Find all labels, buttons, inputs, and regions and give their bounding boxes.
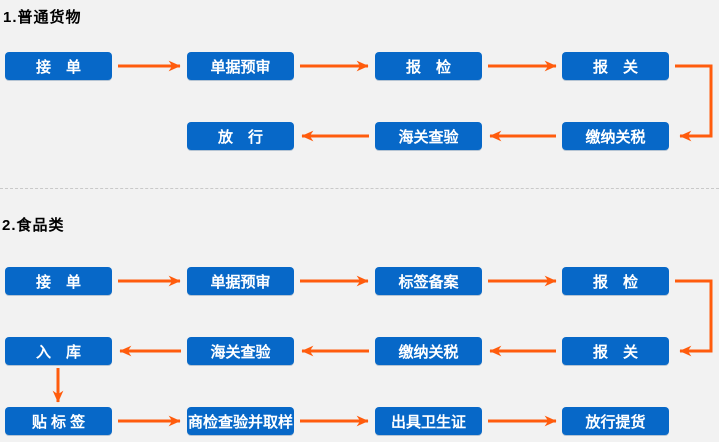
arrow-s1-customs-to-payduty xyxy=(675,64,713,142)
node-s1-customs-check: 海关查验 xyxy=(375,122,482,150)
node-s1-release: 放 行 xyxy=(187,122,294,150)
node-s2-release-pickup: 放行提货 xyxy=(562,407,669,435)
node-s1-pay-duty: 缴纳关税 xyxy=(562,122,669,150)
section1-title: 1.普通货物 xyxy=(3,9,82,26)
section-divider xyxy=(0,188,719,189)
node-s2-issue-health-cert: 出具卫生证 xyxy=(375,407,482,435)
node-s2-customs-check: 海关查验 xyxy=(187,337,294,365)
node-s2-document-precheck: 单据预审 xyxy=(187,267,294,295)
node-s2-inspection-declare: 报 检 xyxy=(562,267,669,295)
node-s2-pay-duty: 缴纳关税 xyxy=(375,337,482,365)
node-s2-warehouse-in: 入 库 xyxy=(5,337,112,365)
node-s2-apply-label: 贴 标 签 xyxy=(5,407,112,435)
node-s2-receive-order: 接 单 xyxy=(5,267,112,295)
node-s2-label-filing: 标签备案 xyxy=(375,267,482,295)
node-s1-inspection-declare: 报 检 xyxy=(375,52,482,80)
node-s1-customs-declare: 报 关 xyxy=(562,52,669,80)
node-s1-receive-order: 接 单 xyxy=(5,52,112,80)
node-s2-commodity-sampling: 商检查验并取样 xyxy=(187,407,294,435)
section2-title: 2.食品类 xyxy=(2,217,65,234)
node-s2-customs-declare: 报 关 xyxy=(562,337,669,365)
arrow-s2-inspect-to-customs xyxy=(675,279,713,357)
node-s1-document-precheck: 单据预审 xyxy=(187,52,294,80)
